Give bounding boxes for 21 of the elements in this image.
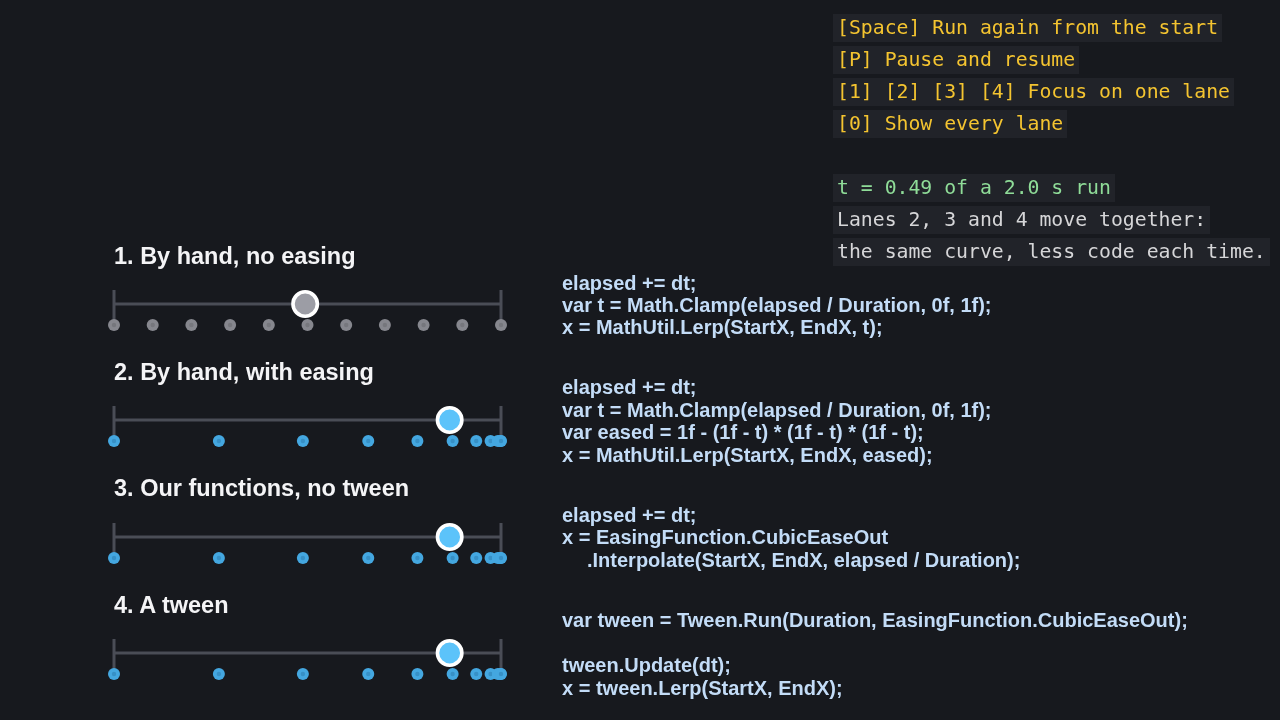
key-hint: [1] [2] [3] [4] Focus on one lane bbox=[833, 78, 1234, 106]
code-line: x = MathUtil.Lerp(StartX, EndX, eased); bbox=[562, 444, 933, 466]
lane-heading: 1. By hand, no easing bbox=[114, 242, 356, 270]
key-hint: [P] Pause and resume bbox=[833, 46, 1080, 74]
lane-heading: 3. Our functions, no tween bbox=[114, 474, 410, 502]
code-line: var eased = 1f - (1f - t) * (1f - t) * (1f - t); bbox=[562, 421, 924, 443]
code-line: x = EasingFunction.CubicEaseOut bbox=[562, 526, 889, 548]
code-line: var tween = Tween.Run(Duration, EasingFunction.CubicEaseOut); bbox=[562, 609, 1188, 631]
code-line: elapsed += dt; bbox=[562, 376, 697, 398]
key-hint: [0] Show every lane bbox=[833, 110, 1068, 138]
lane-heading: 4. A tween bbox=[114, 591, 229, 619]
lane-heading: 2. By hand, with easing bbox=[114, 358, 374, 386]
code-line: elapsed += dt; bbox=[562, 272, 697, 294]
code-line: elapsed += dt; bbox=[562, 504, 697, 526]
code-line: x = MathUtil.Lerp(StartX, EndX, t); bbox=[562, 316, 883, 338]
code-line: var t = Math.Clamp(elapsed / Duration, 0f, 1f); bbox=[562, 399, 992, 421]
code-line: x = tween.Lerp(StartX, EndX); bbox=[562, 677, 843, 699]
code-line: .Interpolate(StartX, EndX, elapsed / Duration); bbox=[587, 549, 1021, 571]
code-line: tween.Update(dt); bbox=[562, 654, 731, 676]
key-hint: [Space] Run again from the start bbox=[833, 14, 1223, 42]
code-line: var t = Math.Clamp(elapsed / Duration, 0f, 1f); bbox=[562, 294, 992, 316]
